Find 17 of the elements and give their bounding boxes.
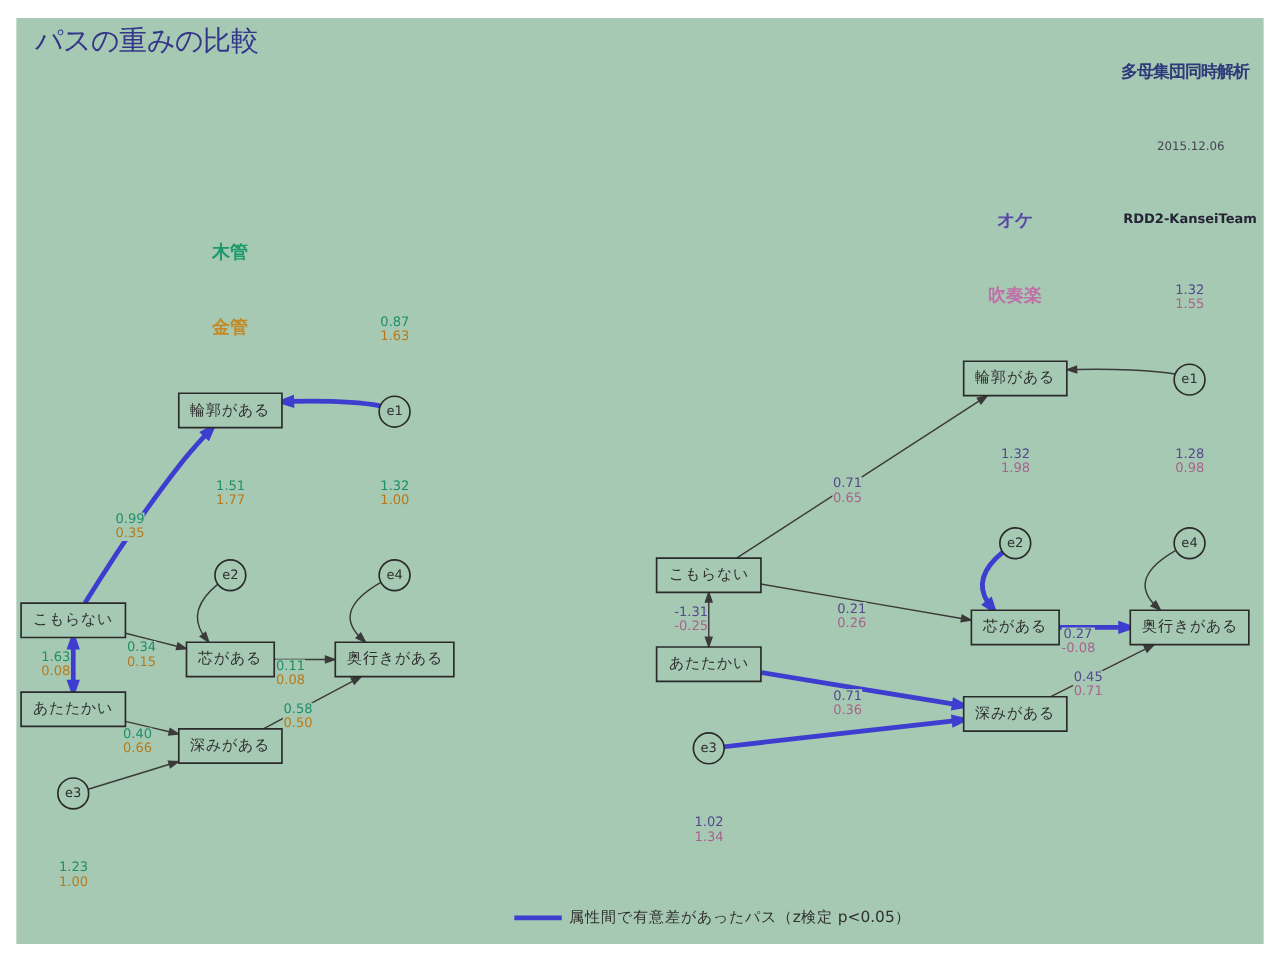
diagram-title: パスの重みの比較 — [34, 25, 259, 58]
label: 金管 — [211, 317, 248, 338]
arrow — [736, 393, 989, 558]
arrow — [196, 582, 219, 643]
arrow — [87, 759, 181, 789]
arrow — [704, 589, 714, 648]
label: オケ — [996, 211, 1033, 232]
arrow — [760, 582, 974, 622]
label: 吹奏楽 — [987, 285, 1042, 306]
label: 木管 — [211, 243, 248, 264]
arrow — [980, 549, 1005, 615]
arrow — [1064, 364, 1176, 374]
arrow — [349, 580, 382, 643]
arrow — [124, 631, 189, 650]
arrow — [1144, 548, 1177, 611]
label: 多母集団同時解析 — [1121, 59, 1250, 80]
arrow — [124, 719, 181, 735]
